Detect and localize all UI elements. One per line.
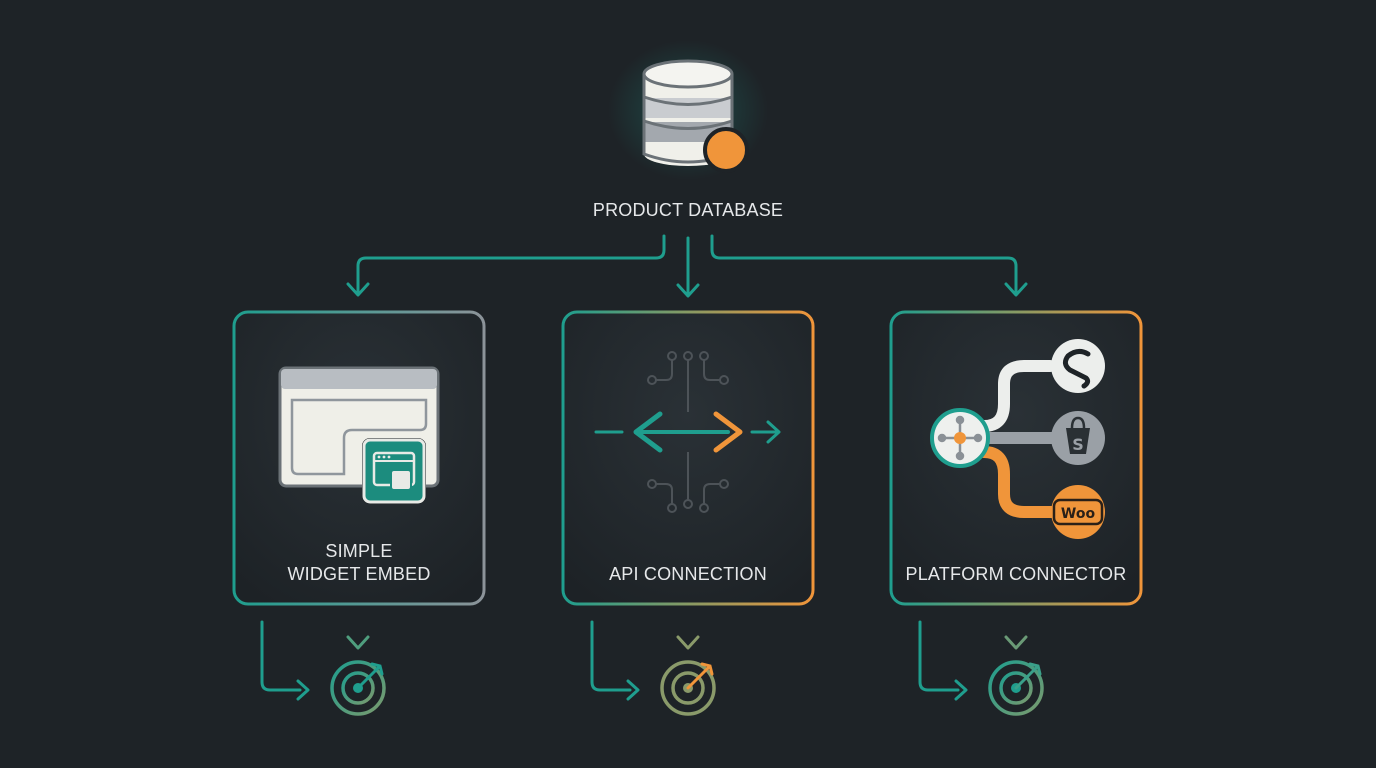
card-platform-connector: S Woo bbox=[889, 310, 1143, 606]
svg-text:S: S bbox=[1072, 435, 1084, 454]
connector-right bbox=[710, 234, 1028, 297]
shopify-icon: S bbox=[1051, 411, 1105, 465]
card-simple-widget-embed bbox=[232, 310, 486, 606]
connector-left bbox=[346, 234, 666, 297]
card-label-line-1: SIMPLE bbox=[325, 541, 393, 561]
woo-text: Woo bbox=[1061, 506, 1096, 522]
target-icon bbox=[660, 660, 716, 716]
connector-center bbox=[676, 236, 700, 298]
product-database-label: PRODUCT DATABASE bbox=[592, 200, 784, 220]
squarespace-icon bbox=[1051, 339, 1105, 393]
card-label-platform-connector: PLATFORM CONNECTOR bbox=[905, 564, 1127, 584]
platform-hub-icon bbox=[930, 360, 1062, 518]
output-flow-2 bbox=[590, 608, 716, 716]
browser-widget-icon bbox=[278, 366, 440, 504]
card-label-api-connection: API CONNECTION bbox=[609, 564, 767, 584]
woocommerce-icon: Woo bbox=[1051, 485, 1105, 539]
target-icon bbox=[988, 660, 1044, 716]
output-flow-1 bbox=[260, 608, 386, 716]
output-flow-3 bbox=[918, 608, 1044, 716]
card-label-simple-widget-embed: SIMPLE WIDGET EMBED bbox=[234, 540, 484, 586]
card-label-line-2: WIDGET EMBED bbox=[287, 564, 431, 584]
api-arrows-icon bbox=[594, 351, 781, 513]
target-icon bbox=[330, 660, 386, 716]
card-api-connection bbox=[561, 310, 815, 606]
database-icon bbox=[608, 40, 768, 180]
